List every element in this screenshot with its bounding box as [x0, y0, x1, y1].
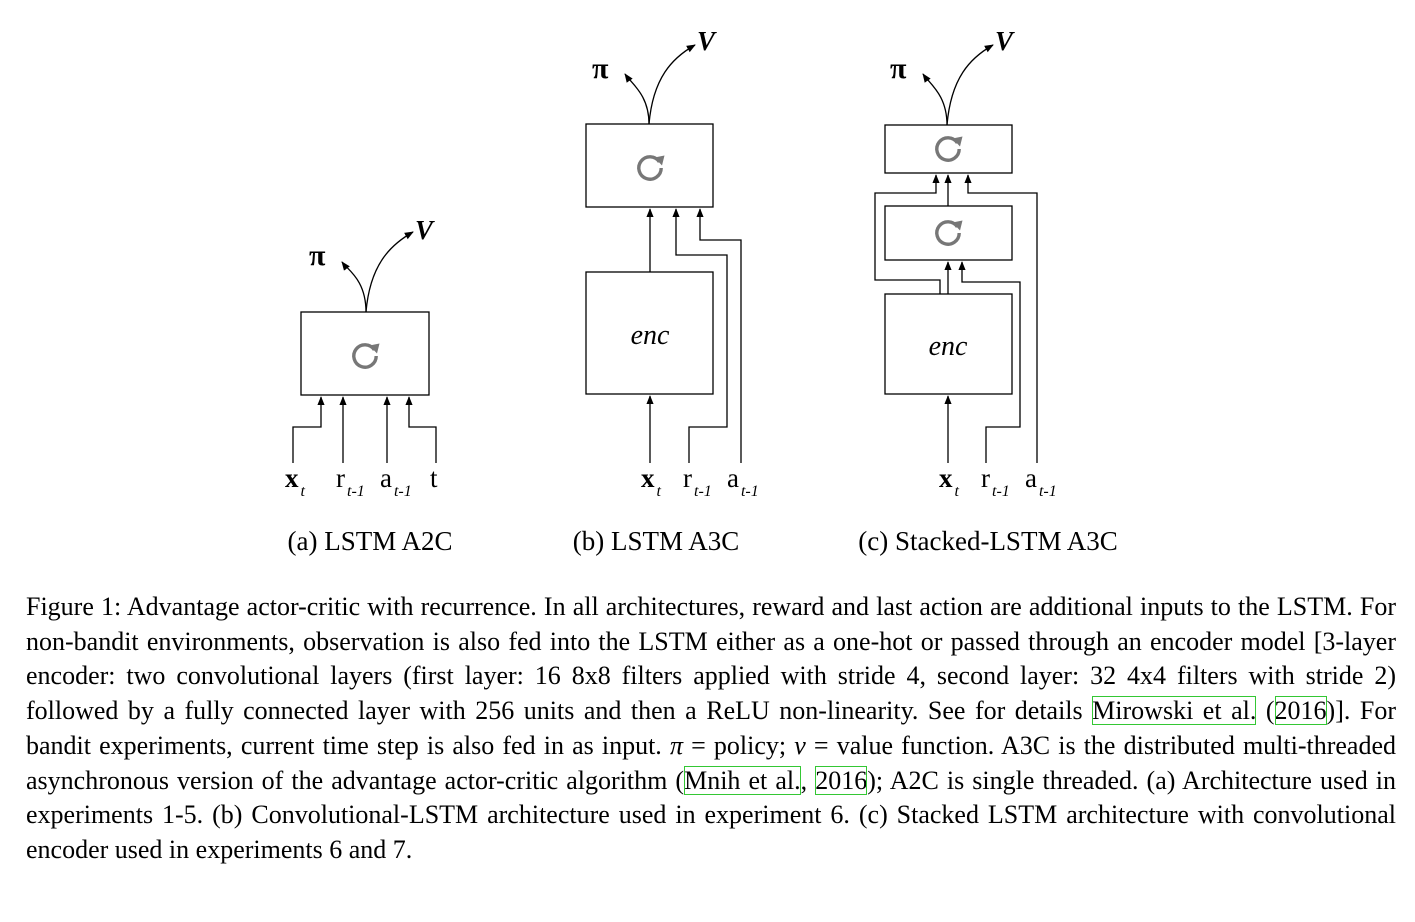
policy-arrow: [922, 73, 948, 126]
input-wire-x: [292, 396, 325, 463]
pi-symbol: π: [669, 730, 683, 760]
encoder-label: enc: [929, 331, 968, 362]
lstm-box-top: [884, 124, 1013, 174]
input-wire-r: [958, 261, 1021, 463]
subcaption-b: (b) LSTM A3C: [573, 526, 740, 556]
policy-arrow: [341, 261, 367, 313]
policy-label: π: [309, 239, 326, 272]
value-arrow: [365, 231, 414, 313]
lstm-box: [300, 311, 430, 396]
input-label-t: t: [430, 463, 438, 493]
input-wire-r: [672, 208, 728, 463]
citation-link-mnih[interactable]: Mnih et al.: [684, 765, 801, 795]
v-symbol: v: [794, 730, 806, 760]
value-label: V: [415, 215, 435, 245]
lstm-box-bottom: [884, 205, 1013, 261]
encoder-label: enc: [631, 320, 670, 351]
input-wire-a: [696, 208, 742, 463]
citation-year-link-mnih[interactable]: 2016: [815, 765, 868, 795]
figure-caption: Figure 1: Advantage actor-critic with re…: [26, 592, 1396, 864]
subcaption-a: (a) LSTM A2C: [288, 526, 453, 556]
input-wire-a: [964, 174, 1038, 463]
value-label: V: [697, 26, 717, 56]
value-arrow: [946, 44, 994, 126]
encoder-skip-wire: [874, 174, 941, 294]
citation-link-mirowski[interactable]: Mirowski et al.: [1092, 696, 1257, 726]
policy-label: π: [890, 52, 907, 85]
encoder-box: [884, 293, 1013, 395]
encoder-box: [585, 271, 714, 395]
policy-label: π: [592, 52, 609, 85]
input-wire-t: [405, 396, 437, 463]
policy-arrow: [624, 73, 650, 125]
subcaption-c: (c) Stacked-LSTM A3C: [858, 526, 1117, 556]
citation-year-link-mirowski[interactable]: 2016: [1274, 696, 1327, 726]
value-label: V: [995, 26, 1015, 56]
lstm-box: [585, 123, 714, 208]
value-arrow: [648, 44, 696, 125]
